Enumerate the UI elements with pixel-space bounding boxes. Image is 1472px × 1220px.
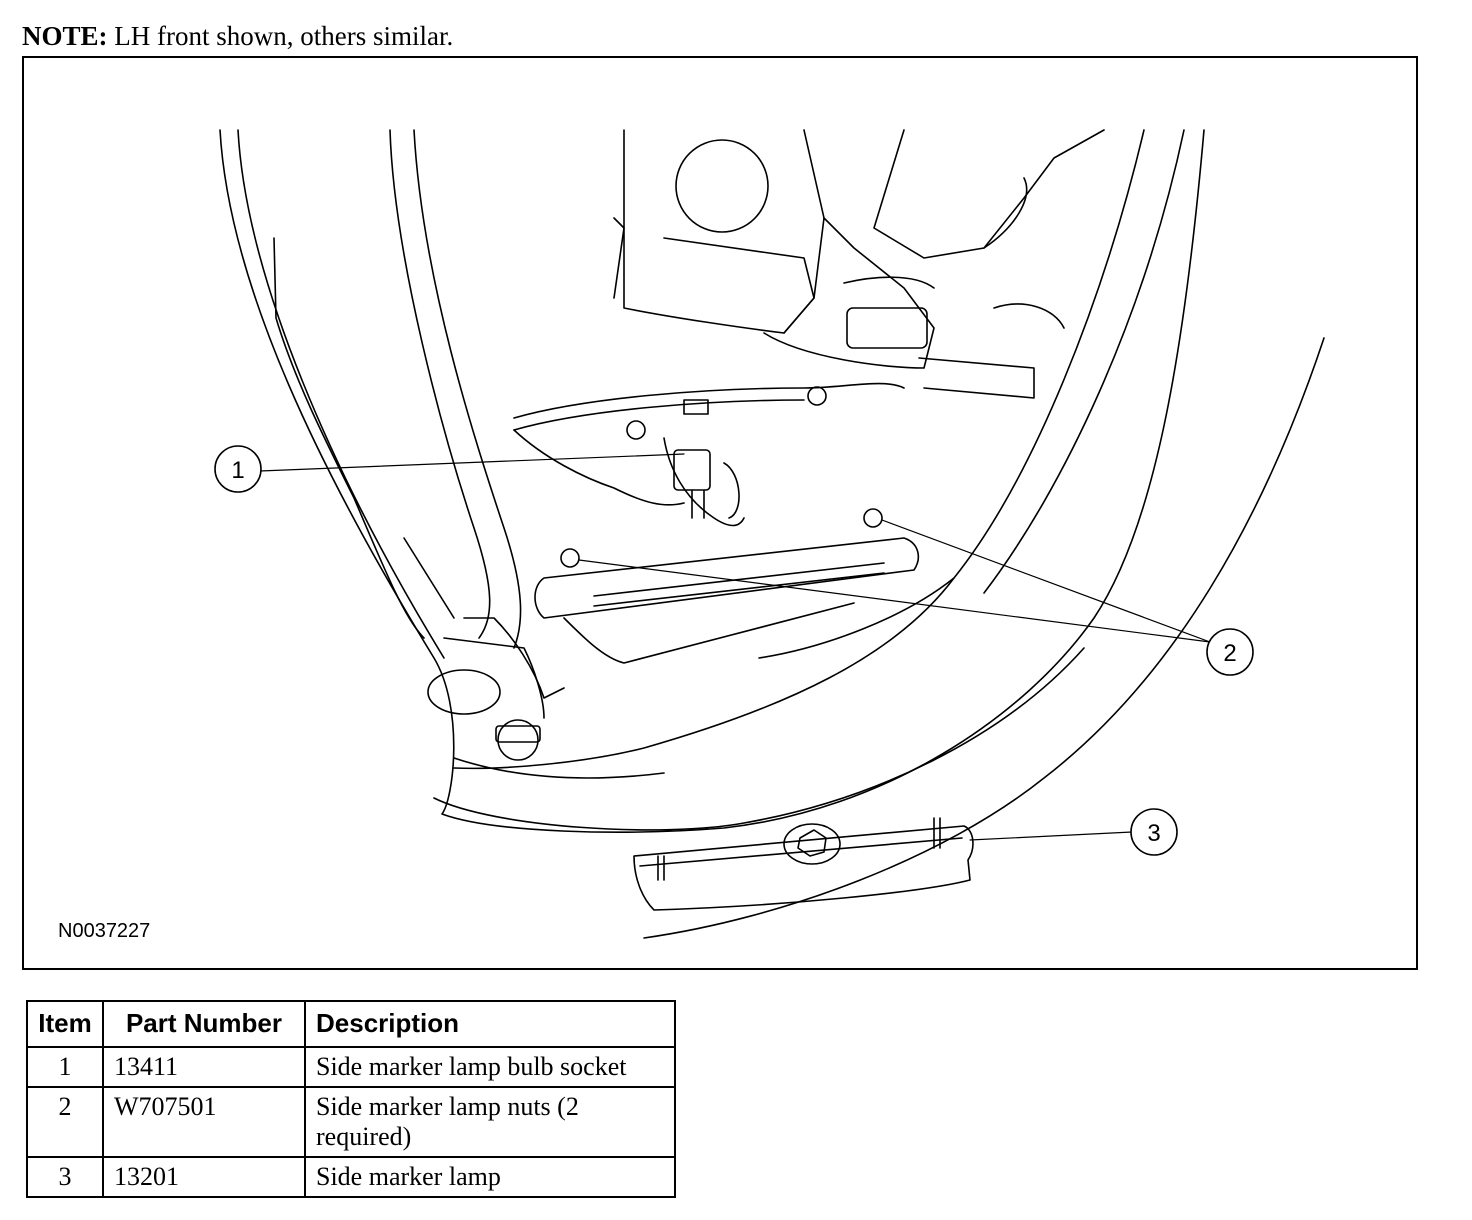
callouts: 1 2 3 [214, 445, 1254, 856]
note-text: LH front shown, others similar. [114, 21, 454, 51]
callout-circle-2 [1206, 628, 1254, 676]
header-item: Item [26, 1000, 104, 1048]
cell-part-number: 13201 [102, 1156, 306, 1198]
leader-lines [259, 453, 1211, 841]
callout-label-1: 1 [231, 457, 244, 484]
lamp-opening [534, 508, 955, 664]
callout-circle-3 [1130, 808, 1178, 856]
cell-item: 3 [26, 1156, 104, 1198]
parts-table: Item Part Number Description 1 13411 Sid… [26, 1000, 676, 1198]
liner-pillar [273, 129, 545, 719]
leader-line-2b [881, 519, 1211, 643]
leader-line-2a [578, 559, 1211, 643]
callout-circle-1 [214, 445, 262, 493]
cell-item: 1 [26, 1046, 104, 1088]
leader-line-3 [969, 831, 1133, 841]
figure-id: N0037227 [58, 920, 151, 942]
side-marker-lamp-drawing [633, 817, 974, 911]
cell-description: Side marker lamp bulb socket [304, 1046, 676, 1088]
cell-part-number: W707501 [102, 1086, 306, 1158]
table-row: 1 13411 Side marker lamp bulb socket [26, 1046, 676, 1088]
bumper-area [427, 617, 665, 779]
table-row: 3 13201 Side marker lamp [26, 1156, 676, 1198]
bulb-socket-assembly [513, 382, 905, 527]
cell-part-number: 13411 [102, 1046, 306, 1088]
illustration: 1 2 3 [214, 129, 1325, 939]
table-row: 2 W707501 Side marker lamp nuts (2 requi… [26, 1086, 676, 1158]
figure-frame: 1 2 3 N0037227 [22, 56, 1418, 970]
header-description: Description [304, 1000, 676, 1048]
leader-line-1 [259, 453, 685, 472]
cell-description: Side marker lamp nuts (2 required) [304, 1086, 676, 1158]
table-header-row: Item Part Number Description [26, 1000, 676, 1048]
headlamp-housing [613, 129, 1105, 399]
cell-description: Side marker lamp [304, 1156, 676, 1198]
note-label: NOTE: [22, 21, 108, 51]
note: NOTE: LH front shown, others similar. [22, 20, 453, 52]
cell-item: 2 [26, 1086, 104, 1158]
fender-panel [219, 129, 1325, 939]
header-part-number: Part Number [102, 1000, 306, 1048]
callout-label-3: 3 [1147, 820, 1160, 847]
callout-label-2: 2 [1223, 640, 1236, 667]
